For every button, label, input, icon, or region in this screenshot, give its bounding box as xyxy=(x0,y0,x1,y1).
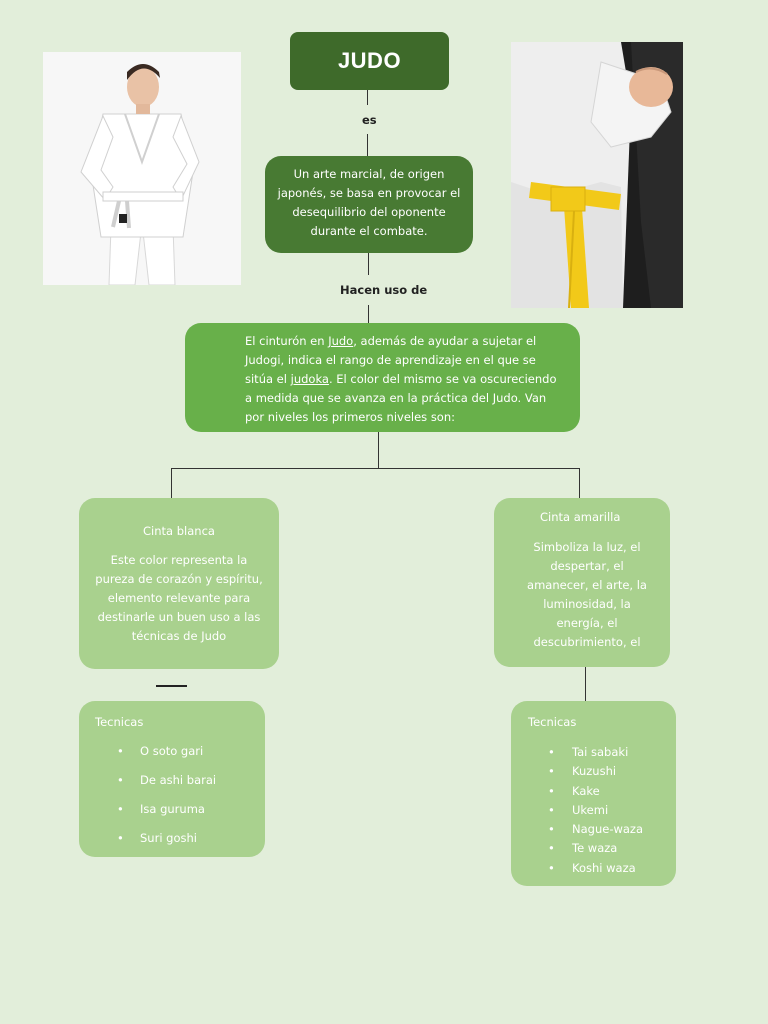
connector-title-definition xyxy=(367,90,368,105)
bullet-icon: • xyxy=(548,782,555,801)
yellow-belt-text: Simboliza la luz, el despertar, el amane… xyxy=(522,538,652,652)
bullet-icon: • xyxy=(117,829,124,848)
bullet-icon: • xyxy=(548,762,555,781)
yellow-belt-box: Cinta amarilla Simboliza la luz, el desp… xyxy=(494,498,670,667)
bullet-icon: • xyxy=(117,742,124,761)
techniques-right-box: Tecnicas •Tai sabaki •Kuzushi •Kake •Uke… xyxy=(511,701,676,886)
boy-judogi-photo xyxy=(43,52,241,285)
bullet-icon: • xyxy=(117,771,124,790)
yellow-belt-photo xyxy=(511,42,683,308)
list-item: •Te waza xyxy=(528,839,659,858)
yellow-belt-illustration xyxy=(511,42,683,308)
link-judoka[interactable]: judoka xyxy=(291,372,329,386)
techniques-right-title: Tecnicas xyxy=(528,713,659,732)
definition-text: Un arte marcial, de origen japonés, se b… xyxy=(278,167,461,238)
label-es: es xyxy=(362,113,377,127)
yellow-belt-title: Cinta amarilla xyxy=(522,508,652,527)
bullet-icon: • xyxy=(548,801,555,820)
bullet-icon: • xyxy=(548,839,555,858)
list-item: •Koshi waza xyxy=(528,859,659,878)
connector-definition-hacen xyxy=(368,253,369,275)
connector-es-definition xyxy=(367,134,368,156)
list-item: •Kuzushi xyxy=(528,762,659,781)
connector-branch-right xyxy=(579,468,580,498)
connector-belt-branch xyxy=(378,432,379,468)
bullet-icon: • xyxy=(548,859,555,878)
connector-yellow-tech xyxy=(585,667,586,701)
list-item: •Nague-waza xyxy=(528,820,659,839)
white-belt-text: Este color representa la pureza de coraz… xyxy=(93,551,265,646)
techniques-left-title: Tecnicas xyxy=(95,713,249,732)
belt-text-pre: El cinturón en xyxy=(245,334,328,348)
techniques-left-box: Tecnicas •O soto gari •De ashi barai •Is… xyxy=(79,701,265,857)
list-item: •O soto gari xyxy=(95,742,249,771)
list-item: •Ukemi xyxy=(528,801,659,820)
techniques-right-list: •Tai sabaki •Kuzushi •Kake •Ukemi •Nague… xyxy=(528,743,659,878)
connector-branch-left xyxy=(171,468,172,498)
belt-description-box: El cinturón en Judo, además de ayudar a … xyxy=(185,323,580,432)
title-box: JUDO xyxy=(290,32,449,90)
list-item: •Tai sabaki xyxy=(528,743,659,762)
connector-hacen-belt xyxy=(368,305,369,323)
bullet-icon: • xyxy=(548,743,555,762)
title-text: JUDO xyxy=(338,48,401,74)
connector-left-dash xyxy=(156,685,187,687)
white-belt-box: Cinta blanca Este color representa la pu… xyxy=(79,498,279,669)
white-belt-title: Cinta blanca xyxy=(93,522,265,541)
list-item: •Suri goshi xyxy=(95,829,249,858)
list-item: •De ashi barai xyxy=(95,771,249,800)
techniques-left-list: •O soto gari •De ashi barai •Isa guruma … xyxy=(95,742,249,858)
boy-judogi-illustration xyxy=(43,52,241,285)
list-item: •Isa guruma xyxy=(95,800,249,829)
definition-box: Un arte marcial, de origen japonés, se b… xyxy=(265,156,473,253)
bullet-icon: • xyxy=(117,800,124,819)
link-judo[interactable]: Judo xyxy=(328,334,353,348)
list-item: •Kake xyxy=(528,782,659,801)
connector-branch-horizontal xyxy=(171,468,580,469)
label-hacen-uso-de: Hacen uso de xyxy=(340,283,427,297)
bullet-icon: • xyxy=(548,820,555,839)
